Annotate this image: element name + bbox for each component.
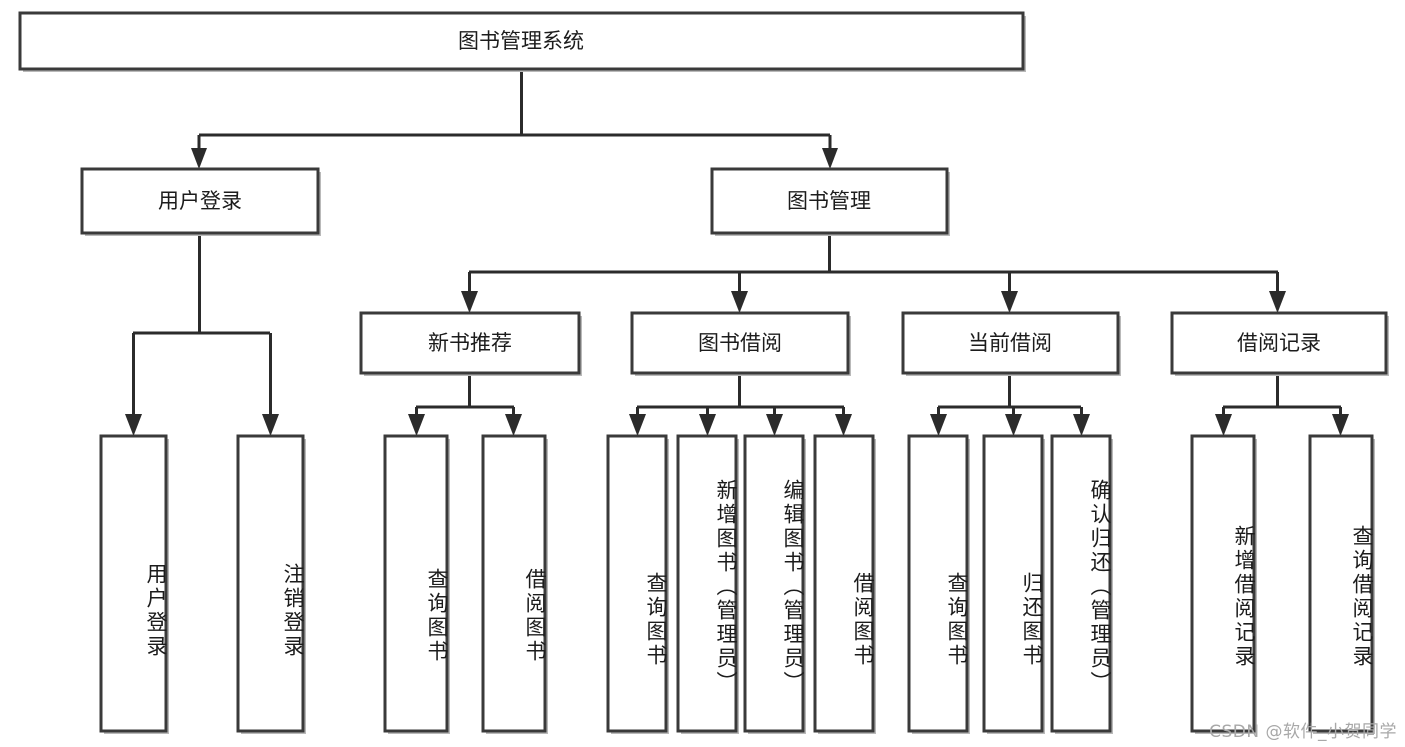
node-user-login[interactable]: 用户登录 [80,167,321,236]
leaf-node-borrow-book-2[interactable] [813,434,876,734]
arrow-head-borrowrecord-leaf-2 [1332,414,1349,436]
leaf-node-query-book-1[interactable] [383,434,450,734]
csdn-watermark: CSDN @软件_小贺同学 [1209,722,1397,742]
leaf-node-add-book-admin[interactable] [676,434,739,734]
arrow-head-leaf-logout [262,414,279,436]
leaf-node-query-book-3[interactable] [907,434,970,734]
arrow-head-new-book-rec [461,291,478,313]
leaf-node-logout[interactable] [236,434,306,734]
arrow-head-borrowrecord-leaf-1 [1215,414,1232,436]
node-root-label: 图书管理系统 [458,29,584,53]
node-new-book-recommend[interactable]: 新书推荐 [359,311,582,376]
leaf-node-edit-book-admin[interactable] [743,434,806,734]
arrow-head-bookborrow-leaf-1 [629,414,646,436]
arrow-head-user-login [191,148,207,169]
arrow-head-currentborrow-leaf-1 [930,414,947,436]
node-user-login-label: 用户登录 [158,189,242,213]
node-root[interactable]: 图书管理系统 [18,11,1026,72]
leaf-node-add-borrow-record[interactable] [1190,434,1257,734]
leaf-node-return-book[interactable] [982,434,1045,734]
node-borrow-record-label: 借阅记录 [1237,331,1321,355]
arrow-head-bookborrow-leaf-3 [766,414,783,436]
arrow-head-book-mgmt [822,148,838,169]
arrow-head-currentborrow-leaf-2 [1005,414,1022,436]
arrow-head-bookborrow-leaf-4 [835,414,852,436]
arrow-head-currentborrow-leaf-3 [1073,414,1090,436]
node-book-borrow-label: 图书借阅 [698,331,782,355]
leaf-node-query-book-2[interactable] [606,434,669,734]
arrow-head-bookborrow-leaf-2 [699,414,716,436]
arrow-head-newbook-leaf-1 [408,414,425,436]
node-borrow-record[interactable]: 借阅记录 [1170,311,1389,376]
node-current-borrow[interactable]: 当前借阅 [901,311,1121,376]
leaf-node-borrow-book-1[interactable] [481,434,548,734]
arrow-head-newbook-leaf-2 [505,414,522,436]
node-new-book-recommend-label: 新书推荐 [428,331,512,355]
node-book-management[interactable]: 图书管理 [710,167,950,236]
connectors-layer [125,69,1349,436]
arrow-head-borrow-record [1269,291,1286,313]
node-book-borrow[interactable]: 图书借阅 [630,311,851,376]
arrow-head-current-borrow [1001,291,1018,313]
arrow-head-book-borrow [731,291,748,313]
node-current-borrow-label: 当前借阅 [968,331,1052,355]
leaf-node-confirm-return-admin[interactable] [1050,434,1113,734]
leaf-node-query-borrow-record[interactable] [1308,434,1375,734]
nodes-layer: 图书管理系统 用户登录 图书管理 新书推荐 图书 [18,11,1389,734]
node-book-management-label: 图书管理 [787,189,871,213]
arrow-head-leaf-user-login [125,414,142,436]
leaf-node-user-login[interactable] [99,434,169,734]
